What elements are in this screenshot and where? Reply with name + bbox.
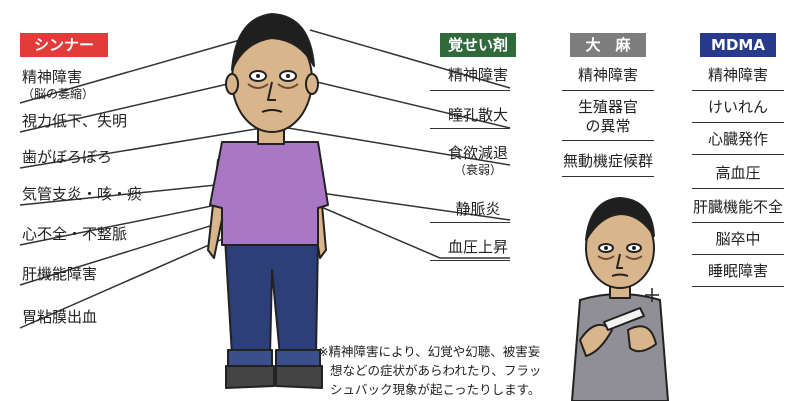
- leader-line: [19, 79, 246, 133]
- thinner-badge: シンナー: [20, 33, 108, 57]
- jeans: [224, 237, 319, 357]
- mdma-effect: 脳卒中: [715, 230, 761, 248]
- man-figure: [207, 13, 329, 389]
- stimulant-effect: 食欲減退 （衰弱）: [447, 144, 508, 177]
- thinner-effect: 胃粘膜出血: [22, 308, 98, 326]
- mdma-badge: MDMA: [700, 33, 776, 57]
- mdma-effect: 精神障害: [707, 66, 768, 84]
- shirt: [209, 141, 329, 246]
- boy-shirt: [571, 293, 669, 401]
- cannabis-effect: 無動機症候群: [562, 152, 653, 170]
- thinner-effect: 心不全・不整脈: [22, 225, 128, 243]
- stimulant-effect: 血圧上昇: [447, 238, 508, 256]
- cannabis-effect: 生殖器官 の異常: [577, 98, 638, 135]
- shoe: [225, 365, 275, 389]
- thinner-effect: 精神障害 （脳の萎縮）: [22, 68, 95, 101]
- shoe: [275, 365, 323, 389]
- leader-line: [304, 199, 441, 259]
- stimulant-effect: 精神障害: [447, 66, 508, 84]
- cannabis-badge: 大 麻: [570, 33, 646, 57]
- mdma-effect: けいれん: [707, 98, 768, 116]
- leader-line: [287, 127, 511, 166]
- leader-line: [299, 77, 511, 129]
- stimulant-badge: 覚せい剤: [440, 33, 516, 57]
- stimulant-effect: 瞳孔散大: [447, 106, 508, 124]
- footnote: ※精神障害により、幻覚や幻聴、被害妄 想などの症状があらわれたり、フラッ シュバ…: [318, 344, 542, 397]
- leader-lines: [19, 29, 511, 329]
- thinner-effect: 気管支炎・咳・痰: [22, 185, 143, 203]
- ear: [225, 73, 239, 95]
- pill: [603, 307, 645, 331]
- leader-line: [299, 189, 511, 221]
- boy-hand: [627, 325, 657, 353]
- sparkle-icon: [645, 288, 659, 302]
- stimulant-effect: 静脈炎: [455, 200, 501, 218]
- ear: [305, 73, 319, 95]
- mdma-effect: 心臓発作: [707, 130, 768, 148]
- jeans-cuff: [275, 349, 321, 367]
- boy-figure: [571, 197, 669, 401]
- mdma-effect: 高血圧: [715, 164, 761, 182]
- boy-hand: [579, 323, 613, 357]
- mdma-effect: 肝臓機能不全: [692, 198, 783, 216]
- mdma-effect: 睡眠障害: [707, 262, 768, 280]
- thinner-effect: 歯がぼろぼろ: [22, 148, 113, 166]
- leader-line: [309, 29, 511, 89]
- thinner-effect: 視力低下、失明: [22, 112, 128, 130]
- leader-line: [19, 127, 263, 169]
- cannabis-effect: 精神障害: [577, 66, 638, 84]
- jeans-cuff: [227, 349, 273, 367]
- thinner-effect: 肝機能障害: [22, 265, 98, 283]
- hair: [231, 13, 315, 71]
- boy-hair: [585, 197, 655, 241]
- leader-line: [19, 39, 241, 104]
